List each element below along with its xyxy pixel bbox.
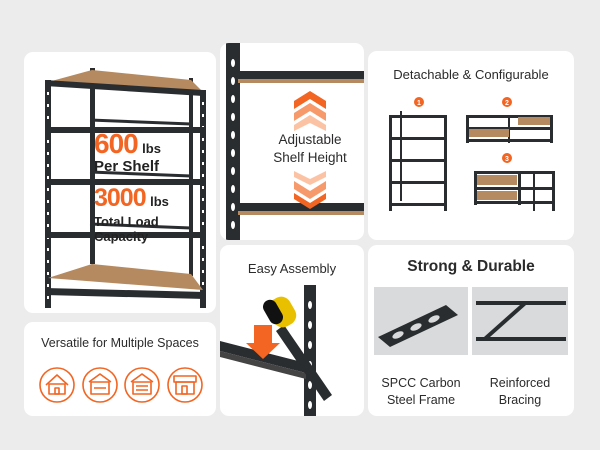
- feature-bracing: Reinforced Bracing: [470, 375, 570, 409]
- adjustable-label-line1: Adjustable: [278, 132, 342, 147]
- versatile-title: Versatile for Multiple Spaces: [41, 336, 199, 350]
- versatile-card: Versatile for Multiple Spaces: [24, 322, 216, 416]
- config-3-shelf: [474, 171, 555, 211]
- badge-2: [502, 97, 512, 107]
- feature-bracing-line1: Reinforced: [489, 376, 551, 390]
- assembly-title: Easy Assembly: [247, 261, 337, 276]
- feature-steel-frame: SPCC Carbon Steel Frame: [370, 375, 472, 409]
- arrow-up-icon: [294, 91, 326, 131]
- garage-icon: [82, 367, 118, 403]
- steel-frame-illustration: [378, 305, 458, 347]
- badge-3: [502, 153, 512, 163]
- badge-1: [414, 97, 424, 107]
- assembly-illustration: [220, 285, 332, 416]
- bracing-illustration: [476, 301, 566, 341]
- durable-illustrations: [374, 287, 568, 355]
- shelf-illustration: [45, 68, 206, 308]
- adjustable-label-line2: Shelf Height: [273, 150, 347, 165]
- durable-title: Strong & Durable: [407, 258, 535, 275]
- badge-3-label: 3: [505, 156, 509, 163]
- space-icons: [39, 367, 203, 403]
- badge-2-label: 2: [505, 100, 509, 107]
- configurable-card: Detachable & Configurable 1 2 3: [368, 51, 574, 240]
- feature-bracing-line2: Bracing: [498, 393, 542, 407]
- config-1-shelf: [389, 111, 447, 211]
- capacity-total-value: 3000: [94, 184, 147, 212]
- configurable-title: Detachable & Configurable: [393, 67, 549, 82]
- adjustable-label: Adjustable Shelf Height: [260, 131, 360, 167]
- capacity-total-unit: lbs: [150, 194, 169, 209]
- durable-card: Strong & Durable SPCC Carbon Steel Frame…: [368, 245, 574, 416]
- capacity-total-label: Total Load Capacity: [94, 214, 159, 244]
- home-icon: [39, 367, 75, 403]
- capacity-per-shelf-label: Per Shelf: [94, 158, 160, 175]
- feature-steel-frame-line1: SPCC Carbon: [381, 376, 461, 390]
- configuration-illustrations: 1 2 3: [389, 97, 555, 211]
- capacity-total: 3000 lbs: [94, 184, 169, 213]
- capacity-per-shelf-value: 600: [94, 128, 139, 159]
- arrow-down-icon: [294, 171, 326, 209]
- mallet-icon: [263, 296, 332, 401]
- feature-steel-frame-line2: Steel Frame: [386, 393, 456, 407]
- assembly-card: Easy Assembly: [220, 245, 364, 416]
- badge-1-label: 1: [417, 100, 421, 107]
- main-shelf-card: 600 lbs Per Shelf 3000 lbs Total Load Ca…: [24, 52, 216, 313]
- capacity-per-shelf: 600 lbs: [94, 128, 161, 160]
- adjustable-illustration: [226, 43, 364, 240]
- store-icon: [167, 367, 203, 403]
- warehouse-icon: [124, 367, 160, 403]
- capacity-per-shelf-unit: lbs: [142, 141, 161, 156]
- arrow-down-icon: [246, 325, 280, 359]
- bracing-photo: [472, 287, 568, 355]
- adjustable-card: Adjustable Shelf Height: [220, 43, 364, 240]
